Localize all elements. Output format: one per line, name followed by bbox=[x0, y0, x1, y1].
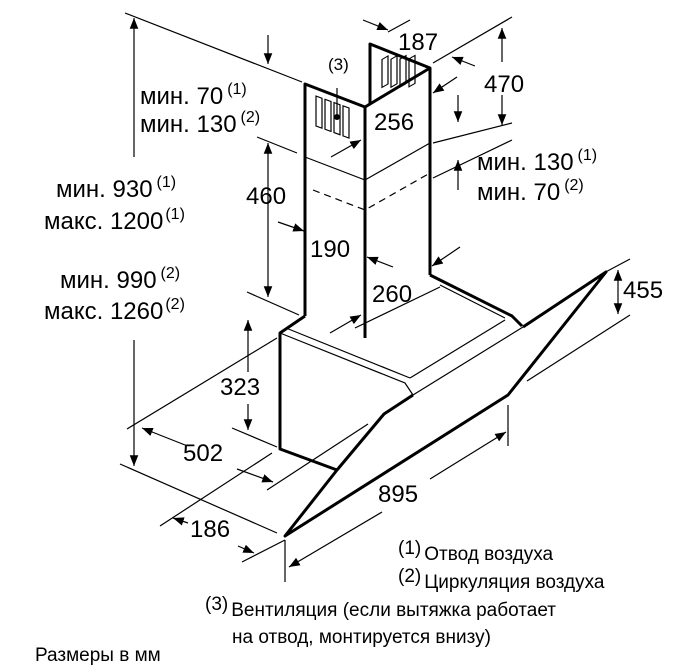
legend-item-3: (3)Вентиляция (если вытяжка работает bbox=[205, 594, 556, 621]
dim-187: 187 bbox=[398, 29, 438, 56]
note-min930-1: мин. 930(1) bbox=[56, 174, 176, 203]
dim-260: 260 bbox=[372, 281, 412, 308]
units-note: Размеры в мм bbox=[35, 645, 161, 666]
dim-190: 190 bbox=[310, 236, 350, 263]
dim-256: 256 bbox=[374, 109, 414, 136]
dim-323: 323 bbox=[220, 374, 260, 401]
dim-186: 186 bbox=[190, 516, 230, 543]
legend-item-1: (1)Отвод воздуха bbox=[398, 538, 554, 565]
note-min70-1: мин. 70(1) bbox=[140, 81, 247, 110]
hood-body bbox=[278, 270, 608, 538]
dim-470: 470 bbox=[484, 71, 524, 98]
note-min130-1: мин. 130(1) bbox=[477, 147, 597, 176]
note-max1260-2: макс. 1260(2) bbox=[44, 296, 185, 325]
callout-3: (3) bbox=[328, 55, 349, 74]
legend: (1)Отвод воздуха (2)Циркуляция воздуха (… bbox=[205, 538, 605, 648]
note-min990-2: мин. 990(2) bbox=[60, 265, 180, 294]
legend-item-2: (2)Циркуляция воздуха bbox=[398, 566, 605, 593]
chimney bbox=[303, 42, 432, 338]
note-min130-2: мин. 130(2) bbox=[140, 109, 260, 138]
dim-455: 455 bbox=[623, 277, 663, 304]
vent-slots-icon bbox=[315, 54, 416, 139]
dimension-lines bbox=[119, 12, 631, 582]
dim-460: 460 bbox=[246, 183, 286, 210]
note-min70-2: мин. 70(2) bbox=[477, 177, 584, 206]
dim-895: 895 bbox=[378, 481, 418, 508]
note-max1200-1: макс. 1200(1) bbox=[44, 206, 185, 235]
dim-502: 502 bbox=[183, 440, 223, 467]
legend-item-3-continued: на отвод, монтируется внизу) bbox=[232, 627, 491, 648]
